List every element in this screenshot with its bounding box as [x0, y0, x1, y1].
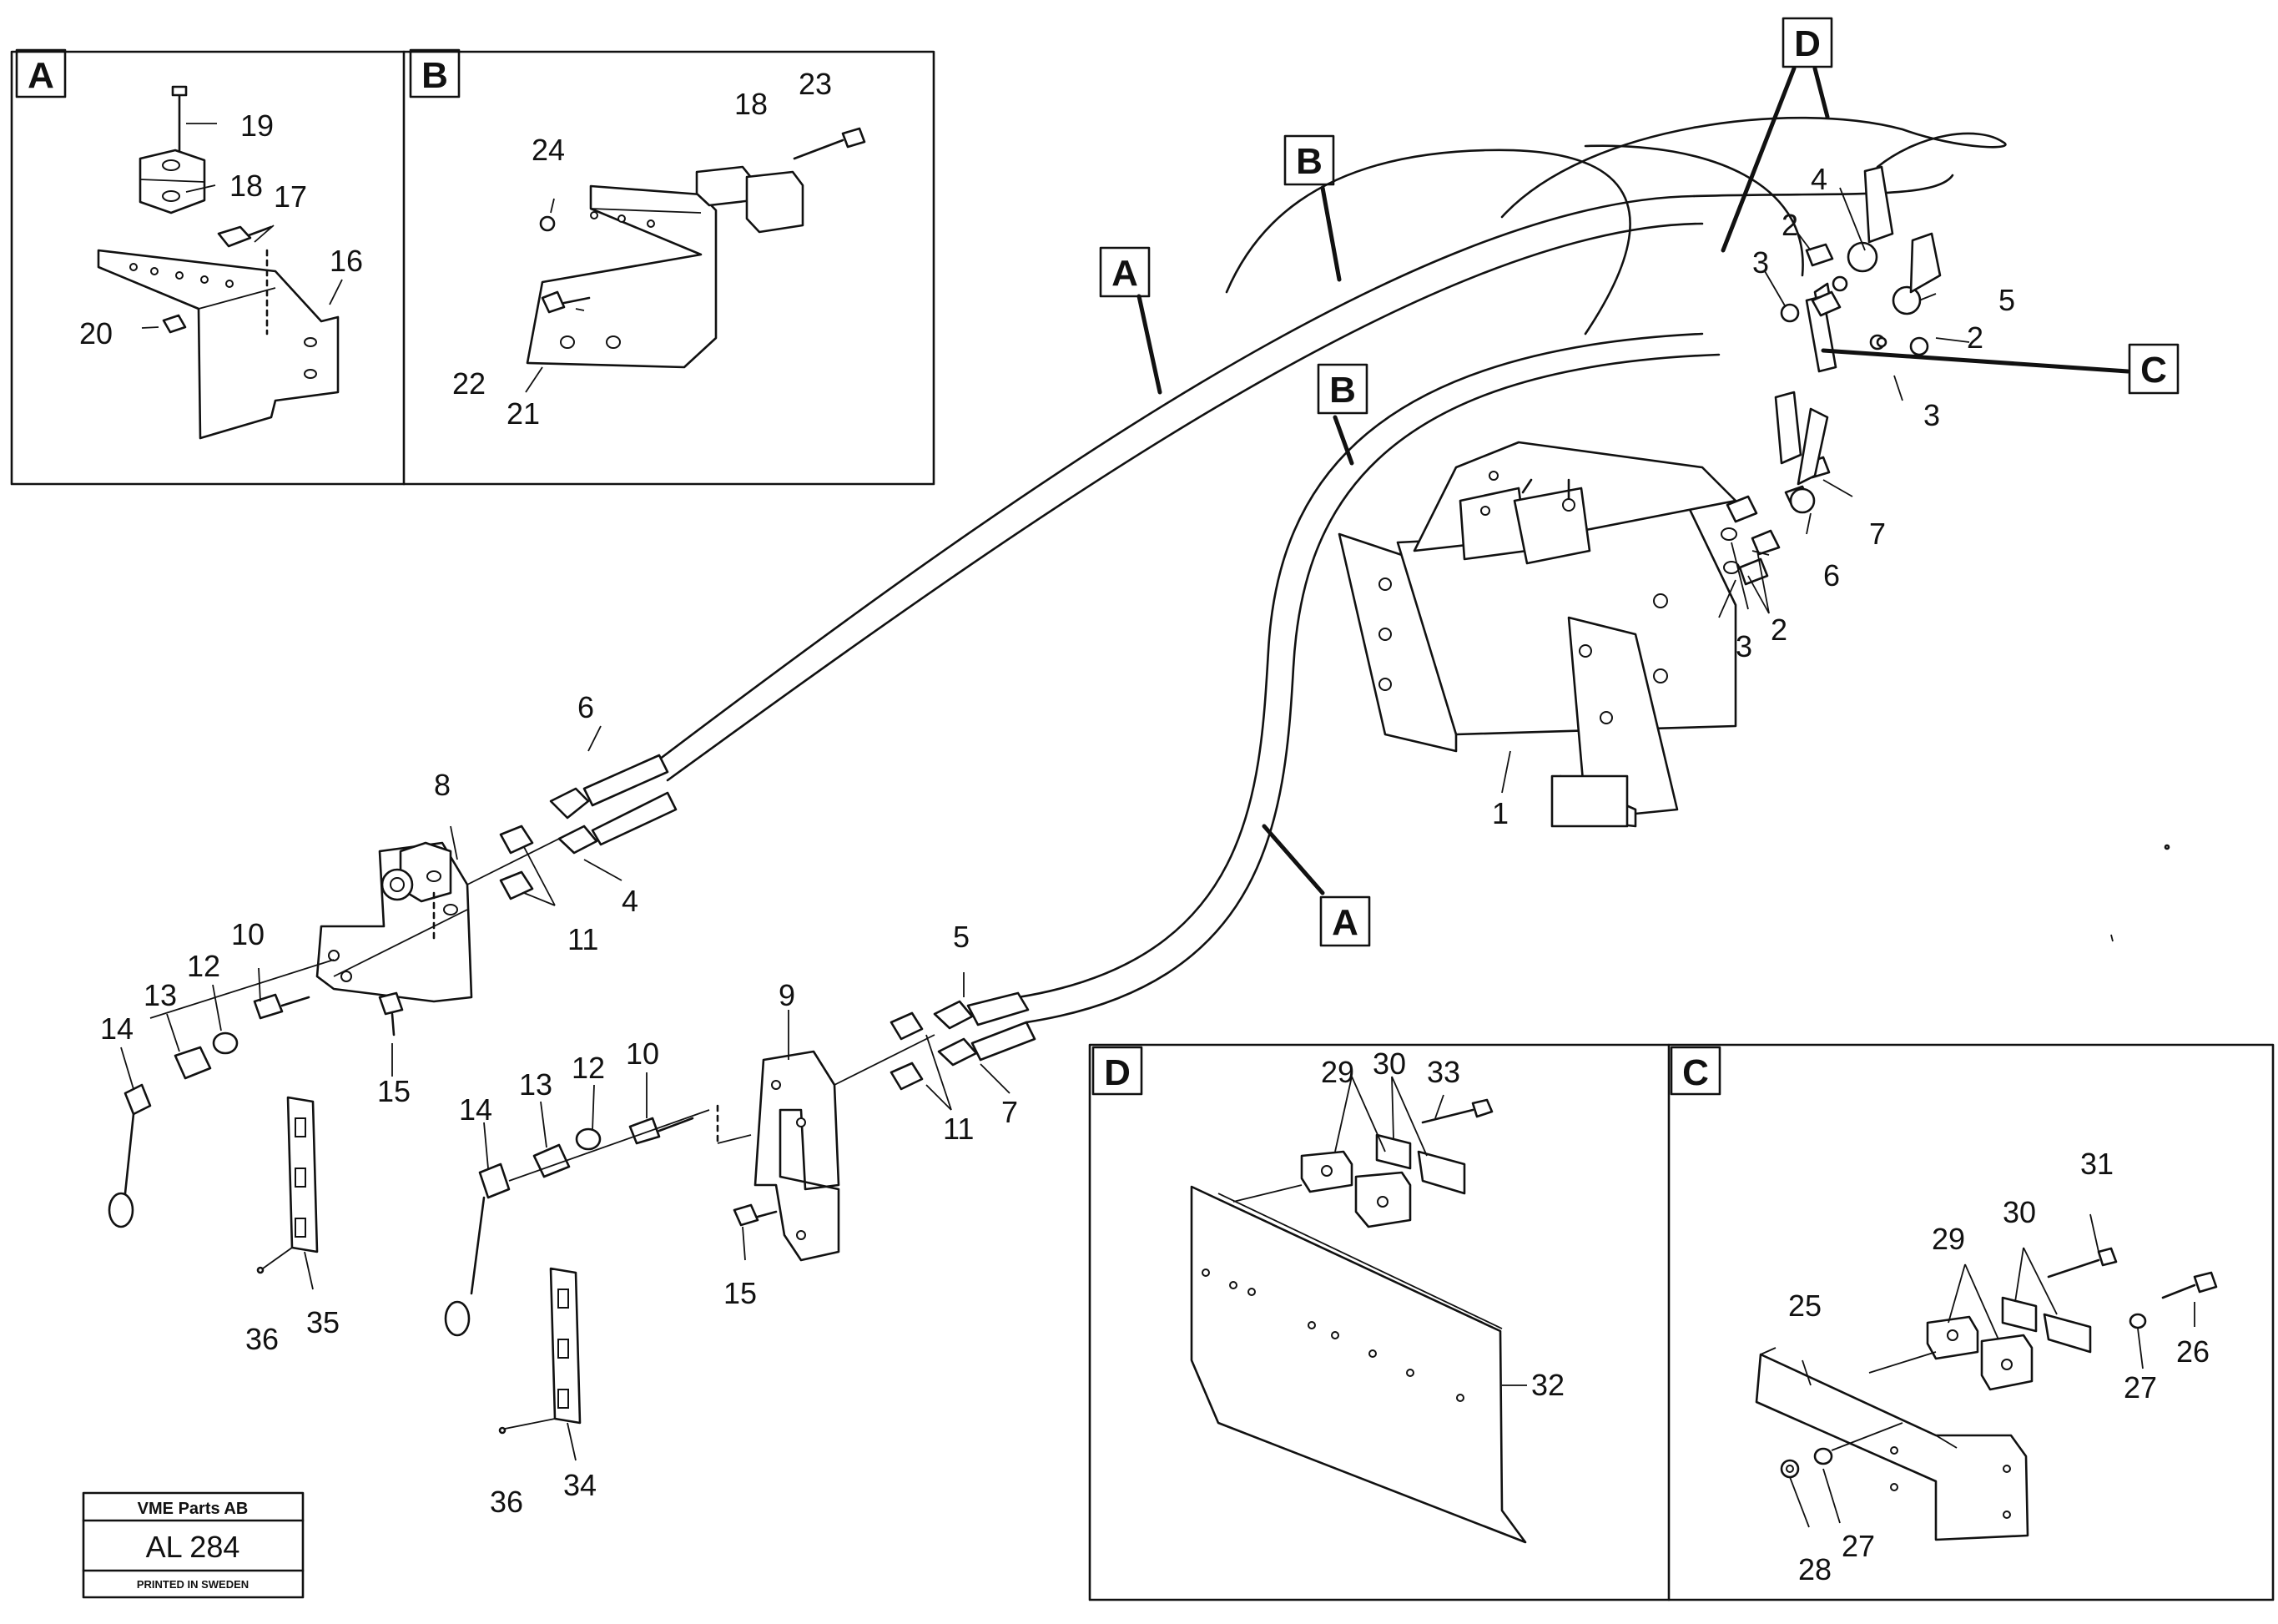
stamp-printed: PRINTED IN SWEDEN: [137, 1578, 249, 1591]
inset-a-drawing: [97, 85, 343, 440]
part-number: 4: [622, 884, 638, 918]
part-number: 9: [779, 978, 795, 1012]
part-number: 3: [1752, 245, 1769, 280]
stamp-company: VME Parts AB: [138, 1500, 249, 1518]
callout-a-upper: A: [1099, 246, 1162, 395]
part-number: 18: [229, 169, 263, 203]
inset-box-dc: [1088, 1043, 2275, 1601]
part-number: 31: [2080, 1147, 2114, 1181]
part-number: 19: [240, 108, 274, 143]
callout-c: C: [1821, 343, 2180, 395]
part-number: 29: [1321, 1055, 1354, 1089]
part-number: 7: [1001, 1095, 1018, 1129]
part-number: 15: [723, 1276, 757, 1310]
hose-lines: [658, 116, 2007, 1024]
part-number: 1: [1492, 796, 1509, 830]
svg-text:A: A: [1332, 902, 1358, 943]
part-number: 11: [567, 922, 598, 956]
part-number: 22: [452, 366, 486, 401]
part-number: 36: [245, 1322, 279, 1356]
part-number: 11: [943, 1112, 974, 1146]
svg-text:D: D: [1794, 23, 1821, 64]
part-number: 18: [734, 87, 768, 121]
valve-fittings: [1721, 165, 1942, 586]
part-number: 35: [306, 1305, 340, 1339]
svg-text:B: B: [1329, 370, 1356, 411]
bracket-8-assembly: [108, 754, 678, 1274]
inset-d-label: D: [1091, 1046, 1143, 1096]
part-number: 17: [274, 179, 307, 214]
part-number: 10: [231, 917, 265, 951]
svg-text:B: B: [1296, 141, 1323, 182]
part-number: 21: [507, 396, 540, 431]
part-number: 29: [1932, 1222, 1965, 1256]
callout-b-lower: B: [1317, 363, 1368, 466]
part-number: 27: [1842, 1529, 1875, 1563]
part-number: 10: [626, 1036, 659, 1071]
valve-block: [1338, 441, 1737, 828]
part-number: 13: [519, 1067, 552, 1102]
inset-d-drawing: [1190, 1076, 1527, 1544]
part-number: 3: [1736, 629, 1752, 663]
part-number: 23: [799, 67, 832, 101]
part-number: 36: [490, 1485, 523, 1519]
part-number: 27: [2124, 1370, 2157, 1405]
part-number: 2: [1967, 320, 1983, 355]
part-number: 12: [572, 1051, 605, 1085]
callout-a-lower: A: [1262, 824, 1371, 947]
svg-text:A: A: [28, 55, 54, 96]
part-number: 8: [434, 768, 451, 802]
part-number: 2: [1782, 208, 1798, 242]
part-number: 20: [79, 316, 113, 351]
part-number: 15: [377, 1074, 411, 1108]
part-number: 5: [953, 920, 970, 954]
part-number: 7: [1869, 517, 1886, 551]
part-number: 25: [1788, 1289, 1822, 1323]
part-number: 30: [2003, 1195, 2036, 1229]
bracket-9-assembly: [444, 991, 1036, 1435]
part-number: 6: [1823, 558, 1840, 593]
part-number: 6: [577, 690, 594, 724]
callout-b-upper: B: [1283, 134, 1342, 282]
part-number: 26: [2176, 1334, 2210, 1369]
svg-text:D: D: [1104, 1052, 1131, 1093]
callout-d: D: [1721, 17, 1833, 253]
inset-a-label: A: [15, 48, 67, 98]
part-number: 3: [1923, 398, 1940, 432]
svg-text:B: B: [421, 55, 448, 96]
part-number: 13: [144, 978, 177, 1012]
inset-box-ab: [10, 50, 935, 486]
part-number: 28: [1798, 1552, 1832, 1586]
svg-text:C: C: [1682, 1052, 1709, 1093]
svg-text:A: A: [1111, 253, 1138, 294]
inset-b-drawing: [525, 127, 866, 393]
part-number: 32: [1531, 1368, 1565, 1402]
part-number: 16: [330, 244, 363, 278]
svg-text:C: C: [2140, 350, 2167, 391]
part-number: 4: [1811, 162, 1827, 196]
part-number: 2: [1771, 613, 1787, 647]
inset-c-drawing: [1755, 1213, 2218, 1541]
part-number: 5: [1998, 283, 2015, 317]
part-number-labels: 19 18 17 16 20 24 18 23 22 21 4 2 3 5 2 …: [79, 67, 2210, 1586]
inset-c-label: C: [1670, 1046, 1721, 1096]
part-number: 33: [1427, 1055, 1460, 1089]
part-number: 34: [563, 1468, 597, 1502]
part-number: 30: [1373, 1047, 1406, 1081]
title-stamp: VME Parts AB AL 284 PRINTED IN SWEDEN: [82, 1491, 305, 1599]
leader-lines: [120, 187, 1970, 1461]
inset-b-label: B: [409, 48, 461, 98]
stamp-code: AL 284: [146, 1530, 240, 1564]
part-number: 14: [100, 1011, 134, 1046]
part-number: 24: [532, 133, 565, 167]
part-number: 14: [459, 1092, 492, 1127]
part-number: 12: [187, 949, 220, 983]
